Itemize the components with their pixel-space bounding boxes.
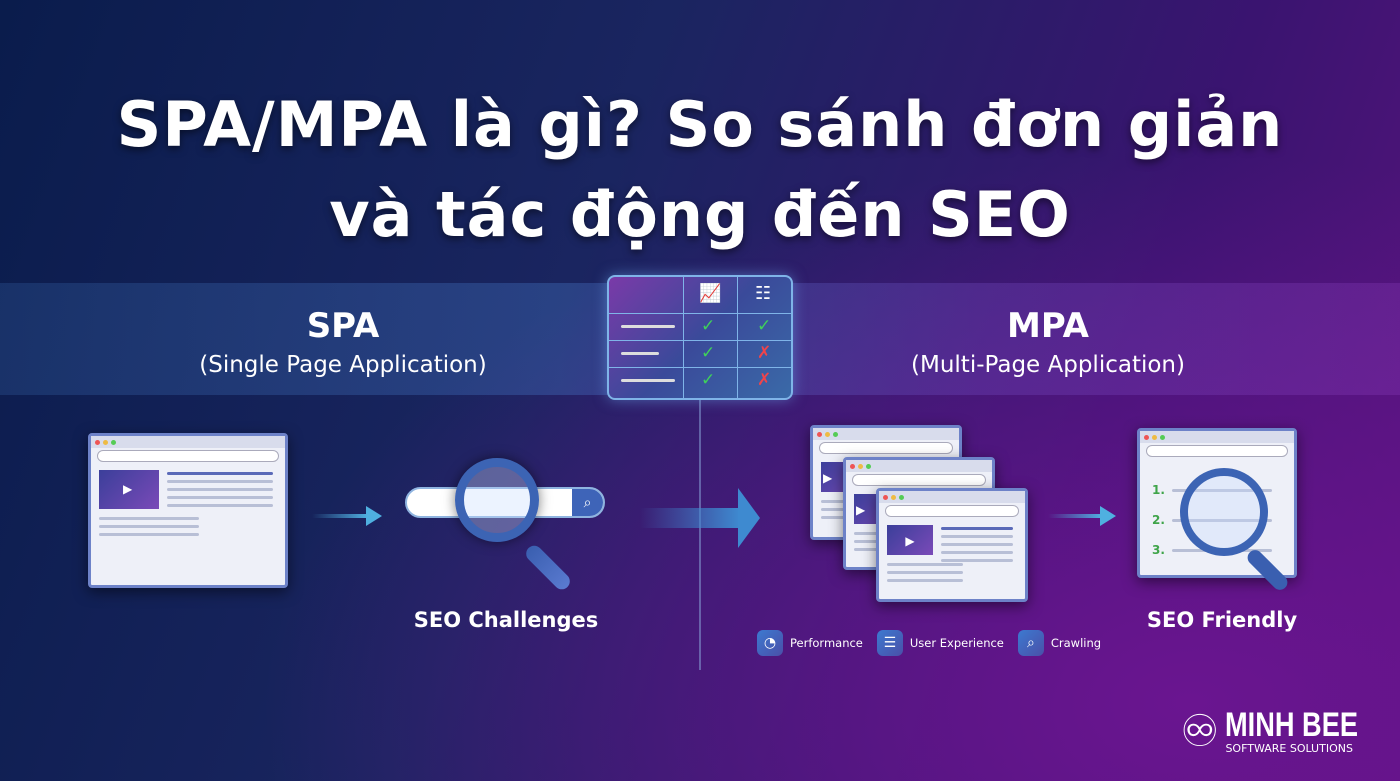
search-icon: ⌕ xyxy=(1017,630,1044,656)
spa-result-label: SEO Challenges xyxy=(413,608,599,632)
rank-number: 3. xyxy=(1152,543,1165,557)
row-label-line xyxy=(621,379,675,382)
text-line xyxy=(941,559,1013,562)
text-line xyxy=(887,570,963,574)
gauge-icon: ◔ xyxy=(757,630,783,656)
bee-logo-icon: ♾ xyxy=(1180,705,1220,757)
text-line xyxy=(941,535,1013,538)
check-icon: ✓ xyxy=(701,316,716,336)
legend-performance: ◔ Performance xyxy=(757,630,863,656)
checklist-icon: ☷ xyxy=(755,283,772,304)
legend-label: Performance xyxy=(790,636,863,650)
text-line xyxy=(941,551,1013,554)
search-icon: ⌕ xyxy=(572,489,603,516)
window-titlebar xyxy=(91,436,285,448)
legend-user-experience: ☰ User Experience xyxy=(876,630,1004,656)
window-titlebar xyxy=(846,460,992,472)
check-icon: ✓ xyxy=(757,316,772,336)
text-line xyxy=(167,488,273,491)
logo-tagline: SOFTWARE SOLUTIONS xyxy=(1225,742,1353,755)
magnifier-handle xyxy=(522,542,574,593)
text-line xyxy=(167,504,273,507)
text-line xyxy=(887,562,963,566)
video-thumbnail: ▶ xyxy=(99,470,159,509)
user-list-icon: ☰ xyxy=(876,630,903,656)
mpa-browser-window: ▶ xyxy=(876,488,1028,602)
spa-heading: SPA xyxy=(306,306,380,346)
cross-icon: ✗ xyxy=(757,370,772,390)
legend-label: Crawling xyxy=(1050,636,1102,650)
legend-label: User Experience xyxy=(909,636,1004,650)
mpa-subheading: (Multi-Page Application) xyxy=(911,352,1185,378)
mpa-legend: ◔ Performance ☰ User Experience ⌕ Crawling xyxy=(757,630,1101,656)
text-line xyxy=(167,496,273,499)
title-line-2: và tác động đến SEO xyxy=(329,178,1071,251)
mpa-result-label: SEO Friendly xyxy=(1146,608,1298,632)
address-bar xyxy=(852,474,986,486)
rank-number: 2. xyxy=(1152,513,1165,527)
text-line xyxy=(99,517,199,520)
text-line xyxy=(887,578,963,582)
logo: ♾ MINH BEE SOFTWARE SOLUTIONS xyxy=(1180,708,1392,755)
title-line-1: SPA/MPA là gì? So sánh đơn giản xyxy=(116,88,1284,161)
play-icon: ▶ xyxy=(823,470,833,485)
legend-crawling: ⌕ Crawling xyxy=(1017,630,1102,656)
address-bar xyxy=(1146,445,1288,457)
magnifier-icon xyxy=(1180,468,1268,556)
address-bar xyxy=(885,505,1019,517)
magnifier-icon xyxy=(455,458,539,542)
play-icon: ▶ xyxy=(123,481,133,496)
play-icon: ▶ xyxy=(856,502,866,517)
row-label-line xyxy=(621,325,675,328)
window-titlebar xyxy=(879,491,1025,503)
play-icon: ▶ xyxy=(905,533,915,548)
spa-browser-window: ▶ xyxy=(88,433,288,588)
address-bar xyxy=(97,450,279,462)
text-line xyxy=(99,533,199,536)
address-bar xyxy=(819,442,953,454)
text-line xyxy=(941,543,1013,546)
window-titlebar xyxy=(1140,431,1294,443)
big-arrowhead xyxy=(738,488,760,548)
text-line xyxy=(941,527,1013,530)
window-titlebar xyxy=(813,428,959,440)
big-arrow-icon xyxy=(640,508,740,528)
row-label-line xyxy=(621,352,659,355)
check-icon: ✓ xyxy=(701,343,716,363)
cross-icon: ✗ xyxy=(757,343,772,363)
text-line xyxy=(99,525,199,528)
logo-name: MINH BEE xyxy=(1225,706,1359,744)
divider xyxy=(699,400,701,670)
video-thumbnail: ▶ xyxy=(887,525,933,555)
comparison-table: 📈 ☷ ✓ ✓ ✓ ✗ ✓ ✗ xyxy=(607,275,793,400)
text-line xyxy=(167,472,273,475)
check-icon: ✓ xyxy=(701,370,716,390)
arrow-icon xyxy=(1048,506,1116,526)
rank-number: 1. xyxy=(1152,483,1165,497)
chart-icon: 📈 xyxy=(699,283,722,304)
arrow-icon xyxy=(312,506,382,526)
spa-subheading: (Single Page Application) xyxy=(199,352,487,378)
mpa-heading: MPA xyxy=(1007,306,1089,346)
text-line xyxy=(167,480,273,483)
